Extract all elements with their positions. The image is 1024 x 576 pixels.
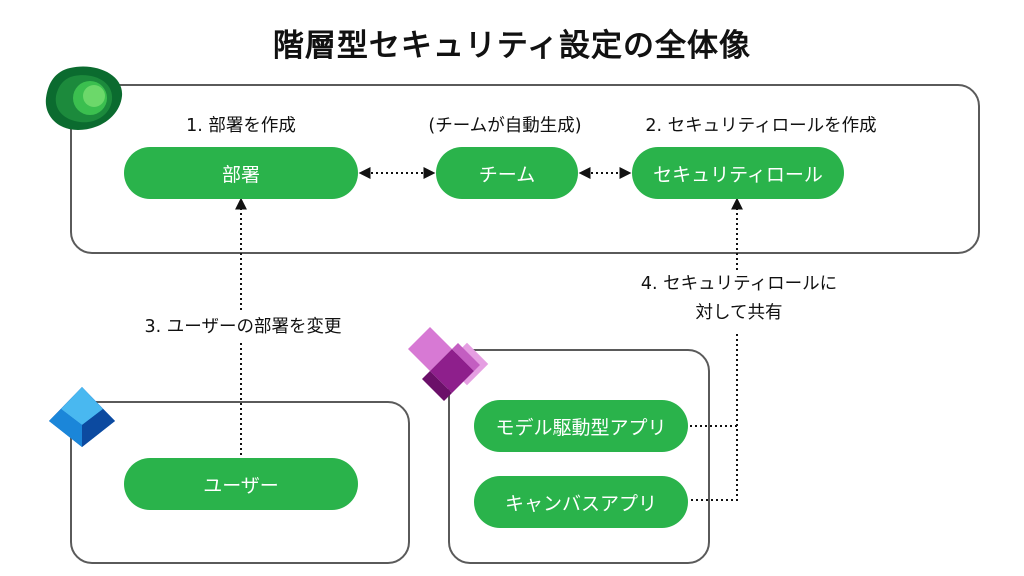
canvas-app-node: キャンバスアプリ (474, 476, 688, 528)
entra-id-logo-icon (49, 387, 115, 447)
auto-team-label: (チームが自動生成) (428, 116, 582, 136)
entra-container (70, 401, 410, 564)
power-apps-logo-icon (408, 327, 489, 401)
dataverse-logo-icon (45, 66, 123, 130)
user-node: ユーザー (124, 458, 358, 510)
step3-label: 3. ユーザーの部署を変更 (125, 313, 361, 342)
dataverse-container (70, 84, 980, 254)
team-node: チーム (436, 147, 578, 199)
step1-label: 1. 部署を作成 (186, 116, 296, 136)
department-node: 部署 (124, 147, 358, 199)
connector-apps-role (690, 333, 738, 501)
step4-label-line1: 4. セキュリティロールに (640, 274, 838, 294)
step4-label: 4. セキュリティロールに 対して共有 (628, 270, 850, 328)
model-driven-app-node: モデル駆動型アプリ (474, 400, 688, 452)
diagram-title: 階層型セキュリティ設定の全体像 (272, 28, 752, 64)
step4-label-line2: 対して共有 (695, 303, 783, 323)
power-apps-container (448, 349, 710, 564)
step2-label: 2. セキュリティロールを作成 (645, 116, 877, 136)
security-role-node: セキュリティロール (632, 147, 844, 199)
